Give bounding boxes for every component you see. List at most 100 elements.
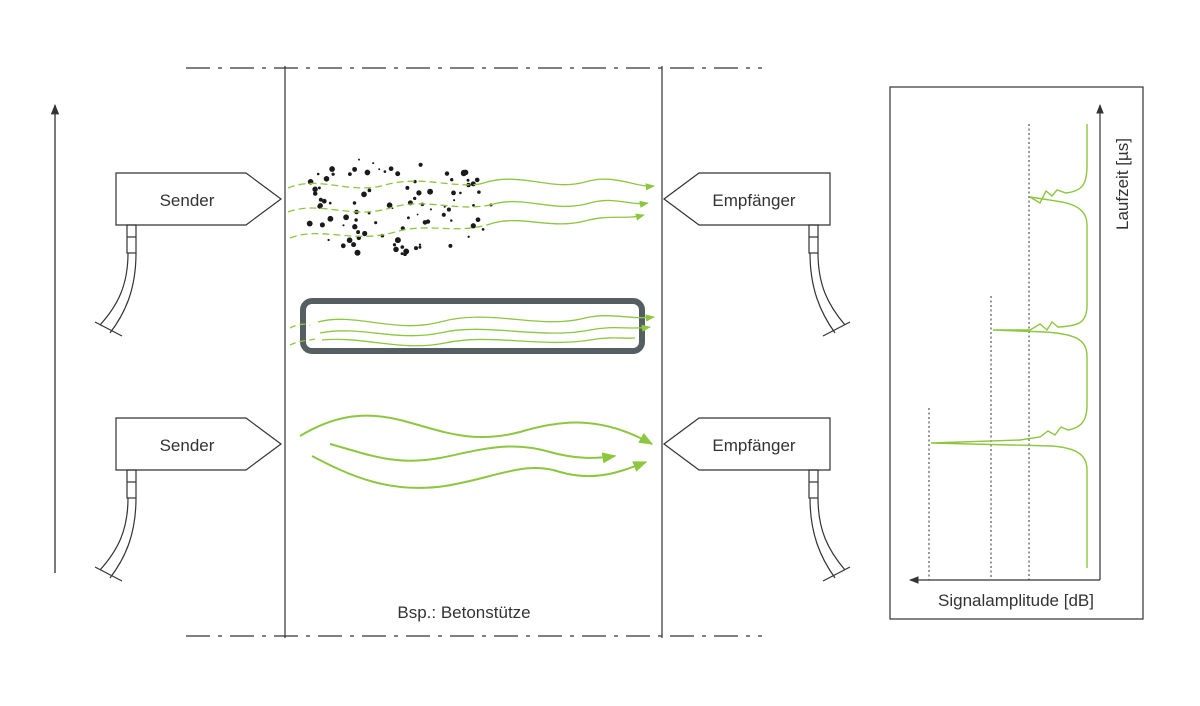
aggregate-particle: [312, 191, 318, 196]
aggregate-particle: [443, 205, 446, 208]
direct-wave: [329, 443, 617, 464]
aggregate-particle: [383, 170, 387, 173]
aggregate-particle: [406, 216, 410, 220]
scattered-wave-dashed: [287, 180, 481, 189]
receiver-top-label: Empfänger: [712, 191, 795, 210]
aggregate-particle: [328, 201, 332, 205]
signal-panel: Laufzeit [µs] Signalamplitude [dB]: [889, 86, 1144, 620]
scattered-wave-dashed: [287, 203, 491, 213]
aggregate-particle: [441, 212, 446, 217]
aggregate-particle: [327, 238, 330, 242]
aggregate-particle: [448, 243, 453, 248]
aggregate-particle: [416, 213, 419, 216]
aggregate-particle: [358, 158, 360, 161]
aggregate-particle: [340, 243, 346, 249]
aggregate-particle: [364, 169, 371, 176]
column-caption: Bsp.: Betonstütze: [397, 603, 530, 622]
aggregate-particle: [312, 186, 318, 193]
aggregate-particle: [342, 224, 345, 227]
aggregate-particle: [466, 178, 470, 182]
transducer-cable-icon: [94, 469, 137, 582]
sender-top: Sender: [94, 172, 283, 337]
sender-bottom-label: Sender: [160, 436, 215, 455]
aggregate-particle: [354, 249, 361, 256]
aggregate-particle: [347, 172, 352, 177]
laufzeit-label: Laufzeit [µs]: [1113, 138, 1132, 230]
aggregate-particle: [372, 162, 375, 165]
scattered-wave-solid: [489, 213, 645, 225]
aggregate-particle: [418, 245, 422, 249]
concrete-column: [186, 66, 762, 638]
aggregate-particle: [400, 252, 404, 256]
aggregate-particle: [481, 228, 485, 231]
aggregate-particle: [374, 221, 378, 225]
sender-top-label: Sender: [160, 191, 215, 210]
scattered-wave-solid: [479, 178, 655, 191]
aggregate-particle: [394, 237, 401, 244]
aggregate-particle: [425, 219, 431, 224]
aggregate-particle: [413, 196, 417, 201]
aggregate-particle: [351, 242, 357, 248]
aggregate-particle: [429, 208, 432, 211]
aggregate-particle: [393, 246, 399, 253]
aggregate-particle: [460, 170, 467, 177]
aggregate-particle: [317, 203, 323, 209]
aggregate-particle: [467, 235, 470, 238]
aggregate-particle: [392, 243, 397, 247]
aggregate-particle: [327, 215, 334, 222]
aggregate-particle: [352, 166, 358, 172]
aggregate-particle: [475, 217, 481, 223]
aggregate-particle: [352, 224, 358, 230]
transducer-cable-icon: [94, 224, 137, 337]
aggregate-particle: [403, 248, 410, 255]
aggregate-particle: [386, 202, 393, 209]
aggregate-particle: [352, 201, 357, 205]
aggregate-particle: [446, 207, 451, 212]
aggregate-particle: [321, 198, 327, 204]
aggregate-particle: [316, 172, 320, 176]
receiver-top: Empfänger: [662, 172, 851, 337]
aggregate-particle: [472, 204, 475, 207]
aggregate-particle: [329, 166, 335, 172]
aggregate-particle: [354, 218, 358, 222]
aggregate-particle: [356, 230, 361, 235]
receiver-bottom: Empfänger: [662, 417, 851, 582]
aggregate-particle: [453, 199, 456, 202]
aggregate-particle: [470, 223, 476, 229]
aggregate-particle: [416, 190, 422, 196]
aggregate-particle: [474, 177, 480, 183]
sender-bottom: Sender: [94, 417, 283, 582]
aggregate-particle: [317, 186, 321, 190]
aggregate-particle: [413, 246, 419, 251]
aggregate-particle: [400, 245, 405, 249]
void-inclusion-icon: [289, 298, 655, 354]
aggregate-particle: [444, 171, 450, 176]
amplitude-label: Signalamplitude [dB]: [938, 591, 1094, 610]
aggregate-particle: [346, 237, 353, 244]
aggregate-particle: [318, 197, 323, 202]
aggregate-particle: [418, 162, 423, 167]
aggregate-particle: [343, 214, 349, 221]
transducer-cable-icon: [808, 469, 851, 582]
transducer-cable-icon: [808, 224, 851, 337]
aggregate-particle: [361, 191, 367, 198]
scattered-wave-solid: [489, 199, 649, 208]
aggregate-particle: [331, 172, 335, 176]
receiver-bottom-label: Empfänger: [712, 436, 795, 455]
aggregate-particle: [450, 178, 454, 182]
direct-wave: [299, 414, 654, 445]
aggregate-particle: [319, 222, 325, 228]
aggregate-particle: [306, 220, 313, 227]
scattered-wave-dashed: [289, 223, 491, 239]
direct-wave: [311, 455, 648, 489]
aggregate-particle: [477, 190, 481, 194]
aggregate-particle: [323, 176, 330, 182]
aggregate-particle: [405, 185, 410, 190]
aggregate-particle: [450, 219, 453, 222]
direct-waves: [299, 414, 654, 489]
aggregate-particle: [362, 230, 368, 237]
aggregate-particle: [418, 243, 422, 246]
aggregate-particle: [427, 188, 434, 195]
aggregate-particle: [388, 166, 394, 172]
